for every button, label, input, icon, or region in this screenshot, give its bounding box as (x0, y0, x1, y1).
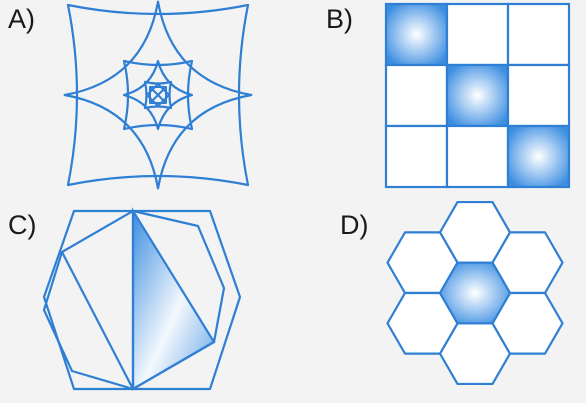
shape-b-grid (384, 2, 571, 189)
shape-d-hexagon-flower (386, 200, 564, 386)
shape-c-hexagon (42, 207, 242, 391)
concave-star-layer-1 (63, 0, 253, 190)
diagonal-line (61, 251, 134, 390)
grid-cell (506, 63, 571, 128)
label-a: A) (8, 4, 35, 34)
grid-cell-shaded (384, 2, 449, 67)
concave-star-layer-3 (122, 59, 194, 131)
grid-cell-shaded (445, 63, 510, 128)
label-c: C) (8, 210, 37, 240)
grid-cell (445, 124, 510, 189)
center-hexagon-shaded (438, 261, 512, 325)
center-square (149, 86, 167, 104)
label-b: B) (326, 4, 353, 34)
center-diamond (146, 83, 170, 107)
shape-a-nested-star (63, 0, 253, 190)
concave-square-layer-4 (143, 80, 173, 110)
outer-hexagon (42, 209, 242, 391)
grid-cell (445, 2, 510, 67)
label-d: D) (340, 210, 369, 240)
grid-cell (384, 124, 449, 189)
grid-cell (506, 2, 571, 67)
grid-cell (384, 63, 449, 128)
grid-cell-shaded (506, 124, 571, 189)
concave-square-outer (66, 3, 250, 187)
concave-square-layer-2 (122, 59, 194, 131)
